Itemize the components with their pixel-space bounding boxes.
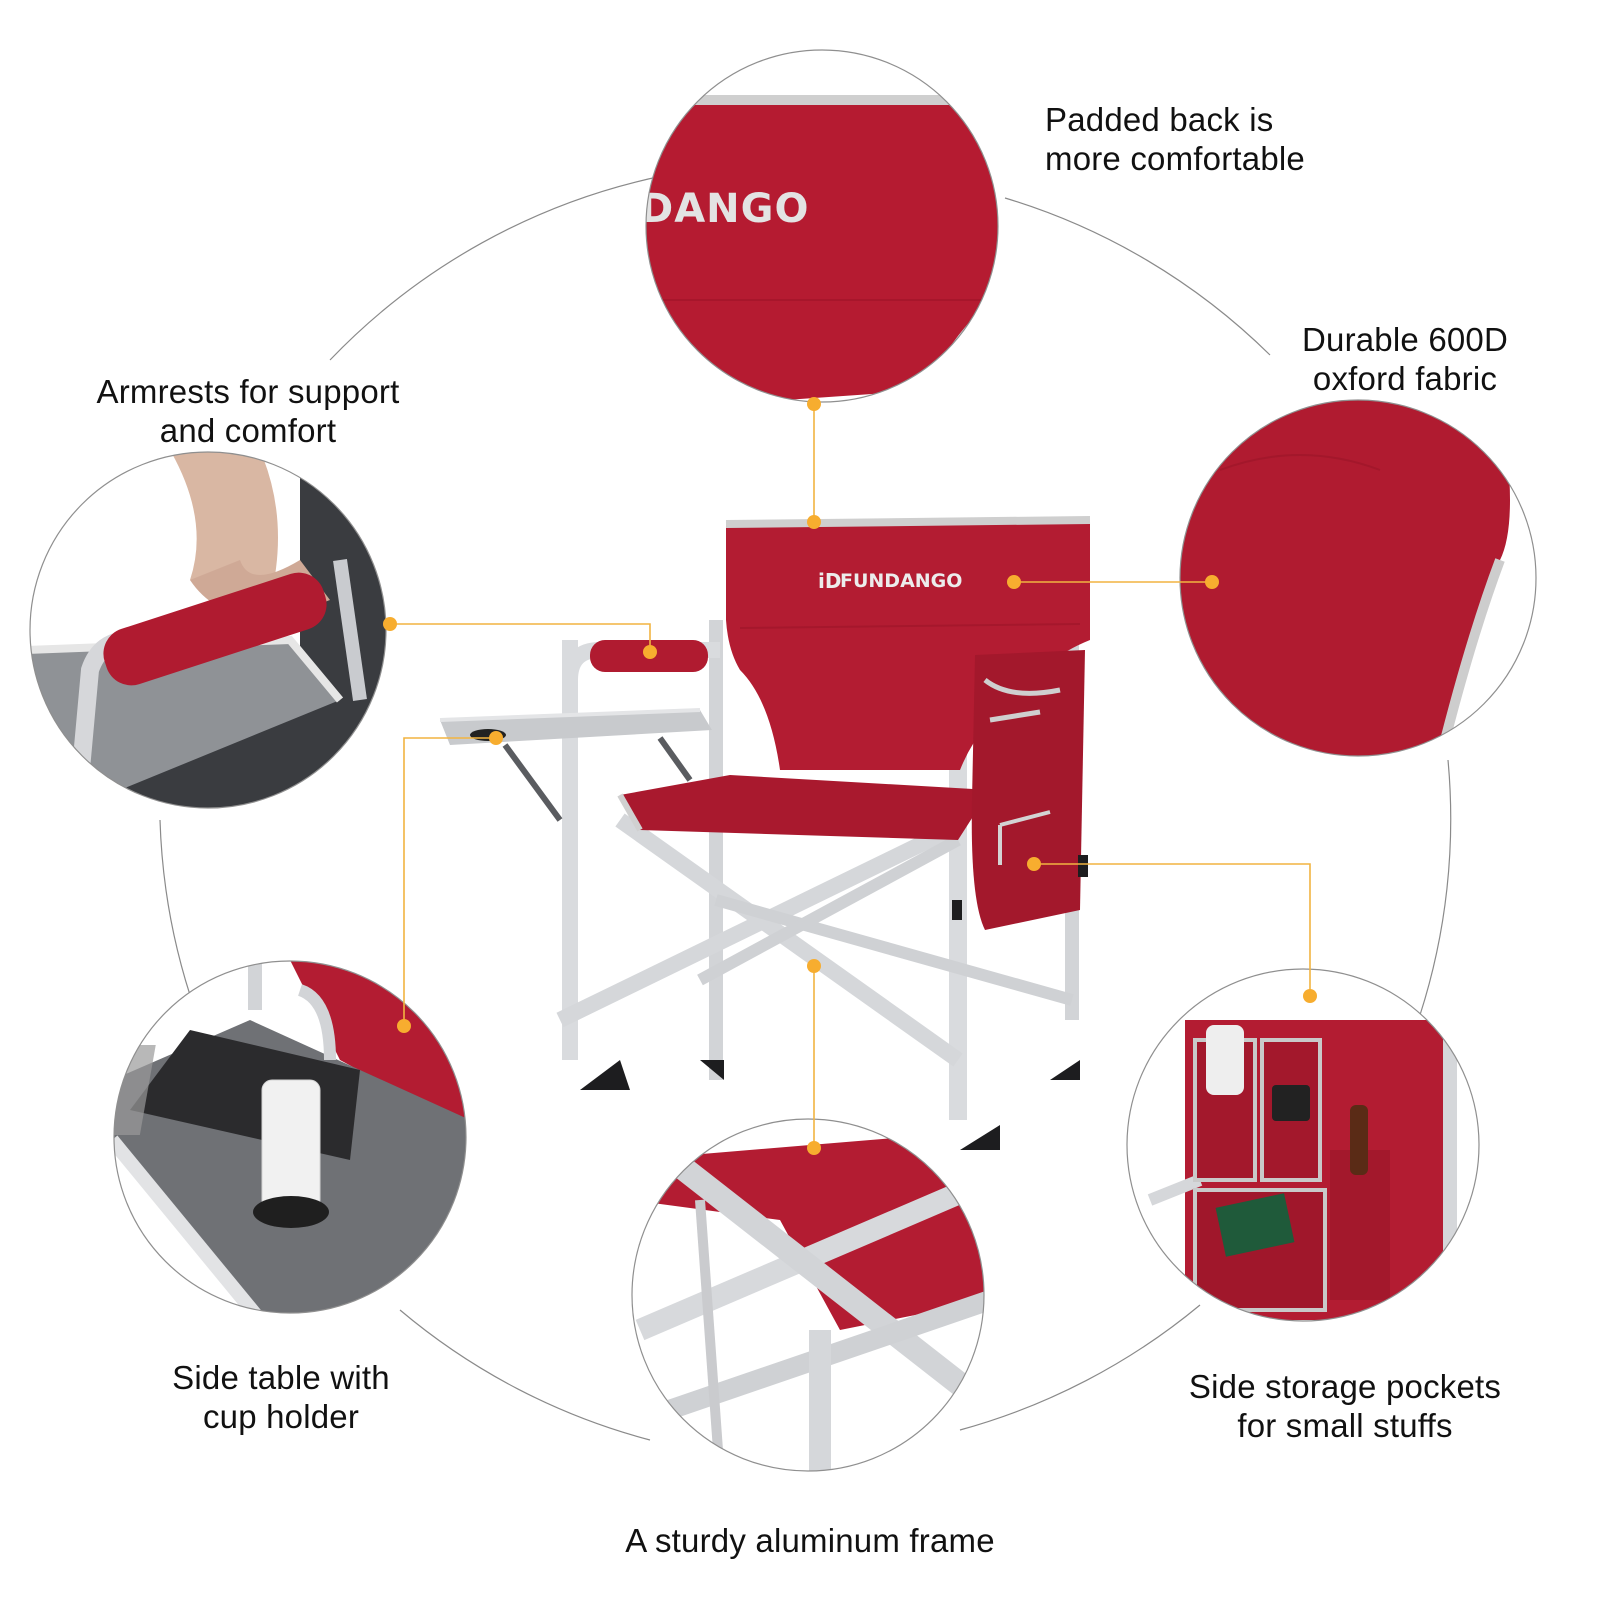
callout-fabric: Durable 600D oxford fabric: [1301, 321, 1509, 397]
svg-text:iD: iD: [818, 569, 841, 593]
detail-padded-back: DANGO: [640, 49, 999, 403]
callout-side-pockets: Side storage pockets for small stuffs: [1188, 1368, 1502, 1444]
orbit-ring: [159, 175, 1452, 1441]
director-chair: FUNDANGO iD: [439, 516, 1091, 1150]
callout-padded-back: Padded back is more comfortable: [1045, 101, 1305, 177]
detail-side-table: [113, 960, 467, 1314]
svg-text:DANGO: DANGO: [640, 186, 809, 232]
detail-pockets: [1126, 968, 1480, 1322]
leader-lines: [390, 404, 1311, 1148]
svg-text:FUNDANGO: FUNDANGO: [840, 570, 962, 592]
callout-aluminum-frame: A sturdy aluminum frame: [625, 1522, 995, 1559]
detail-armrest: [29, 451, 387, 809]
callout-armrests: Armrests for support and comfort: [96, 373, 400, 449]
accent-dots: [383, 397, 1317, 1155]
detail-fabric: [1179, 399, 1537, 757]
detail-frame: [631, 1118, 985, 1472]
callout-side-table: Side table with cup holder: [172, 1359, 390, 1435]
